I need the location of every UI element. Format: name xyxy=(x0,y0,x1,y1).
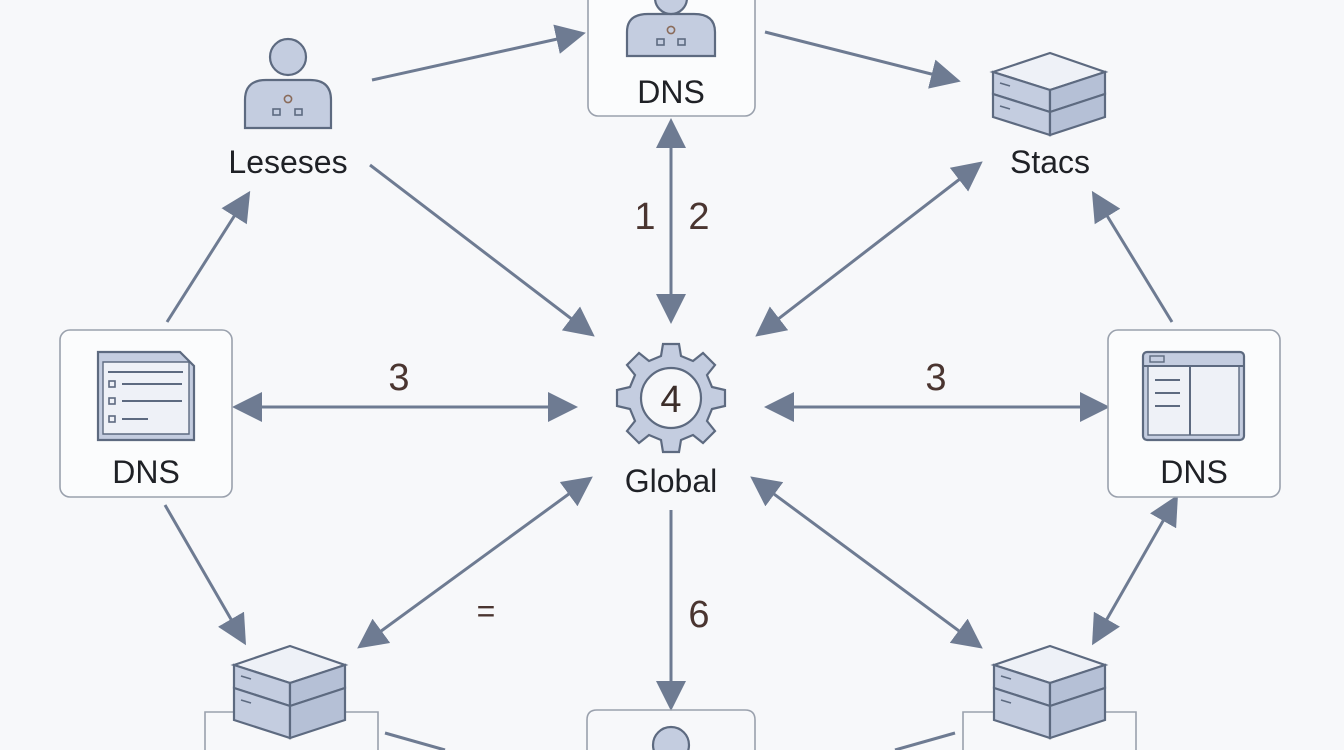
edge-label-6: 6 xyxy=(688,594,709,636)
browser-window-icon xyxy=(1141,350,1246,442)
node-label: DNS xyxy=(1160,454,1228,490)
edge-label-1: 1 xyxy=(634,196,655,238)
edge-server-left-bottom xyxy=(384,731,446,750)
edge-leseses-to-dns-top xyxy=(371,24,586,82)
node-label: DNS xyxy=(112,454,180,490)
edge-label-3-left: 3 xyxy=(388,357,409,399)
node-label: DNS xyxy=(637,74,705,110)
edge-stacs-global xyxy=(755,161,983,337)
edge-label-3-right: 3 xyxy=(925,357,946,399)
node-label: Stacs xyxy=(1010,144,1090,180)
user-icon xyxy=(625,0,717,58)
node-user-bottom[interactable] xyxy=(586,709,756,750)
server-stack-icon xyxy=(230,644,349,740)
gear-badge: 4 xyxy=(660,379,681,421)
gear-icon xyxy=(615,342,727,454)
edge-labels: 1 2 3 3 = 6 xyxy=(388,196,946,636)
edge-server-right-bottom xyxy=(894,731,956,750)
edge-dns-right-server-right xyxy=(1092,494,1178,646)
edge-dns-left-to-server-left xyxy=(163,504,247,646)
edge-global-server-left xyxy=(357,476,593,649)
edge-label-2: 2 xyxy=(688,196,709,238)
node-server-bottom-right[interactable] xyxy=(962,644,1137,750)
node-dns-right[interactable]: DNS xyxy=(1107,329,1281,498)
server-stack-icon xyxy=(989,51,1109,137)
node-leseses[interactable]: Leseses xyxy=(228,37,348,180)
user-icon xyxy=(651,725,691,750)
node-label: Leseses xyxy=(228,144,347,180)
edge-label-equals: = xyxy=(477,593,496,629)
edge-dns-top-to-stacs xyxy=(764,30,961,89)
edge-global-server-right xyxy=(750,476,983,649)
node-global[interactable]: 4 Global xyxy=(615,342,727,499)
user-icon xyxy=(243,37,333,130)
node-stacs[interactable]: Stacs xyxy=(989,51,1109,180)
document-icon xyxy=(96,350,196,442)
node-server-bottom-left[interactable] xyxy=(204,644,379,750)
node-label: Global xyxy=(625,463,718,499)
edge-leseses-to-global xyxy=(369,163,595,337)
edge-dns-right-to-stacs xyxy=(1091,190,1174,323)
edge-dns-left-to-leseses xyxy=(165,190,251,323)
edges xyxy=(163,24,1178,750)
node-dns-top[interactable]: DNS xyxy=(587,0,756,117)
node-dns-left[interactable]: DNS xyxy=(59,329,233,498)
server-stack-icon xyxy=(990,644,1109,740)
